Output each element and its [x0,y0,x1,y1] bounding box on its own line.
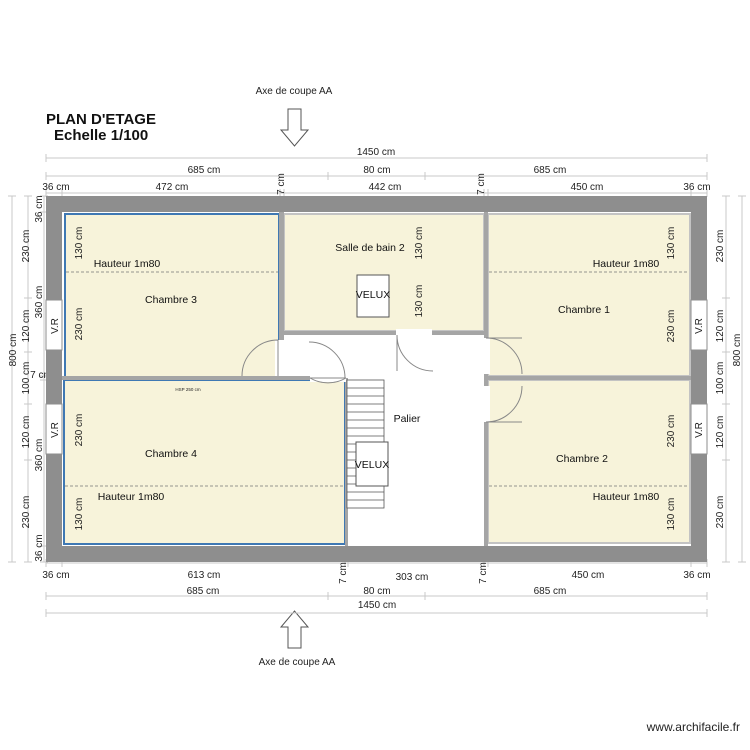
room-chambre2[interactable] [487,379,691,544]
right-dimensions: 230 cm 120 cm 100 cm 120 cm 230 cm 800 c… [715,195,746,563]
chambre4-hsp: HSP 250 cm [175,387,200,392]
dim-left-230-bottom: 230 cm [21,496,32,529]
dim-bottom-80: 80 cm [363,586,390,597]
dim-top-450: 450 cm [571,182,604,193]
chambre2-dim-130: 130 cm [666,498,677,531]
dim-left-120-bottom: 120 cm [21,416,32,449]
dim-right-230-bottom: 230 cm [715,496,726,529]
interior-walls [62,212,691,546]
doors [241,329,523,423]
window-vr-left-bottom: V.R [50,422,61,438]
plan-title: PLAN D'ETAGE [46,111,156,128]
sdb2-velux: VELUX [356,289,390,301]
sdb2-label: Salle de bain 2 [335,242,405,254]
section-arrow-down-icon [279,108,310,147]
dim-left-total: 800 cm [8,334,19,367]
sdb2-dim-130-bottom: 130 cm [414,285,425,318]
section-axis-top-label: Axe de coupe AA [256,86,333,97]
chambre1-label: Chambre 1 [558,304,610,316]
ceiling-height-lines [65,271,689,487]
chambre2-label: Chambre 2 [556,453,608,465]
chambre3-dim-130: 130 cm [74,227,85,260]
dim-bottom-36-right: 36 cm [683,570,710,581]
room-chambre4[interactable] [63,379,346,545]
dim-right-total: 800 cm [732,334,743,367]
dim-right-120-bottom: 120 cm [715,416,726,449]
dim-top-36-right: 36 cm [683,182,710,193]
dim-right-230-top: 230 cm [715,230,726,263]
room-chambre1[interactable] [487,213,691,377]
dim-bottom-303: 303 cm [396,572,429,583]
dim-bottom-7-right: 7 cm [478,562,489,584]
dim-left-100: 100 cm [21,362,32,395]
dim-left-7: 7 cm [30,370,52,381]
window-vr-left-top: V.R [50,318,61,334]
dim-left-230-top: 230 cm [21,230,32,263]
dim-top-7-right: 7 cm [476,173,487,195]
dim-top-7-left: 7 cm [276,173,287,195]
sdb2-dim-130-top: 130 cm [414,227,425,260]
dim-top-442: 442 cm [369,182,402,193]
dim-bottom-685-right: 685 cm [534,586,567,597]
window-vr-right-bottom: V.R [694,422,705,438]
chambre1-dim-130: 130 cm [666,227,677,260]
chambre1-dim-230: 230 cm [666,310,677,343]
dim-top-685-right: 685 cm [534,165,567,176]
section-axis-bottom-label: Axe de coupe AA [259,657,336,668]
dim-bottom-613: 613 cm [188,570,221,581]
dim-bottom-685-left: 685 cm [187,586,220,597]
chambre2-ceiling: Hauteur 1m80 [593,491,660,503]
plan-scale: Echelle 1/100 [54,127,148,144]
dim-top-total: 1450 cm [357,147,395,158]
room-chambre3[interactable] [64,213,280,379]
dim-bottom-36-left: 36 cm [42,570,69,581]
dim-left-36-top: 36 cm [34,195,45,222]
dim-top-36-left: 36 cm [42,182,69,193]
chambre3-ceiling: Hauteur 1m80 [94,258,161,270]
bottom-dimensions: 36 cm 613 cm 7 cm 303 cm 7 cm 450 cm 36 … [42,559,711,617]
dim-left-360-top: 360 cm [34,286,45,319]
dim-left-360-bottom: 360 cm [34,439,45,472]
dim-left-36-bottom: 36 cm [34,534,45,561]
section-arrow-up-icon [279,610,310,649]
chambre4-label: Chambre 4 [145,448,197,460]
chambre2-dim-230: 230 cm [666,415,677,448]
dim-top-472: 472 cm [156,182,189,193]
chambre3-label: Chambre 3 [145,294,197,306]
dim-bottom-450: 450 cm [572,570,605,581]
dim-top-80: 80 cm [363,165,390,176]
dim-right-120-top: 120 cm [715,310,726,343]
velux-sdb [356,274,390,318]
chambre4-dim-130: 130 cm [74,498,85,531]
palier-velux: VELUX [355,459,389,471]
top-dimensions: 1450 cm 685 cm 80 cm 685 cm 36 cm 472 cm… [42,147,711,197]
dim-bottom-total: 1450 cm [358,600,396,611]
archifacile-watermark: www.archifacile.fr [646,720,740,734]
chambre3-dim-230: 230 cm [74,308,85,341]
left-dimensions: 800 cm 230 cm 120 cm 100 cm 120 cm 230 c… [8,195,52,563]
windows [45,299,708,455]
dim-left-120-top: 120 cm [21,310,32,343]
dim-right-100: 100 cm [715,362,726,395]
dim-bottom-7-left: 7 cm [338,562,349,584]
chambre4-dim-230: 230 cm [74,414,85,447]
chambre1-ceiling: Hauteur 1m80 [593,258,660,270]
chambre4-ceiling: Hauteur 1m80 [98,491,165,503]
palier-label: Palier [394,413,421,425]
dim-top-685-left: 685 cm [188,165,221,176]
window-vr-right-top: V.R [694,318,705,334]
velux-palier [355,441,389,487]
